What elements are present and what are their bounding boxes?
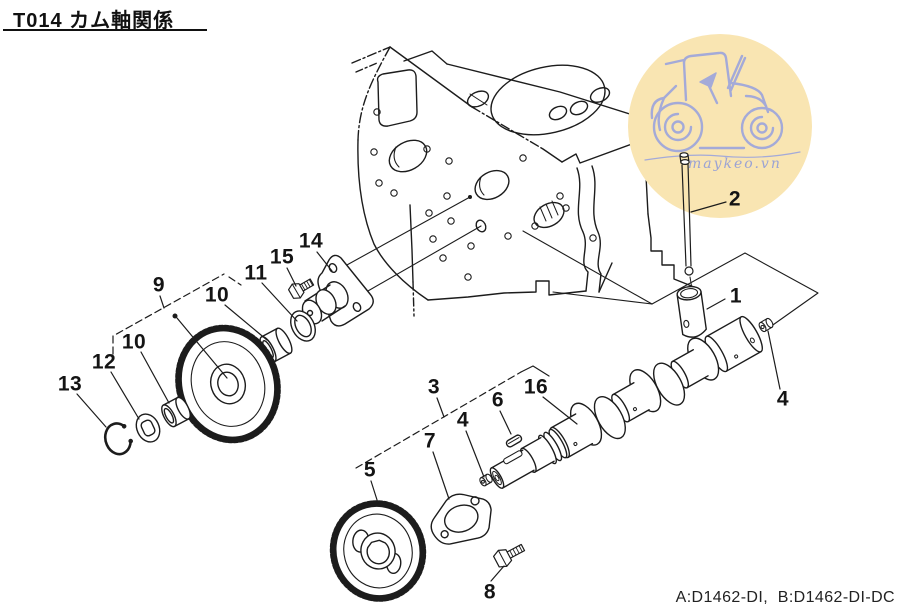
bushing-10-right	[259, 327, 293, 363]
watermark-circle	[628, 34, 812, 218]
title-underline	[3, 29, 207, 31]
assembly-alignment-lines	[335, 196, 819, 328]
callout-10-upper: 10	[204, 283, 230, 307]
callout-4-left: 4	[456, 408, 470, 432]
page-title: T014 カム軸関係	[13, 10, 175, 32]
callout-14: 14	[298, 229, 324, 253]
camshaft-16	[489, 315, 763, 489]
watermark-ground-line	[644, 151, 801, 161]
callout-leader-lines	[76, 201, 781, 582]
plug-4-right	[758, 317, 774, 333]
tractor-icon	[650, 51, 784, 153]
callout-16: 16	[523, 375, 549, 399]
watermark-stamp	[628, 34, 812, 218]
bushing-10-left	[161, 396, 191, 428]
callout-6: 6	[491, 388, 505, 412]
callout-3: 3	[427, 375, 441, 399]
tappet-1	[676, 285, 707, 338]
callout-15: 15	[269, 245, 295, 269]
callout-8: 8	[483, 580, 497, 604]
callout-5: 5	[363, 458, 377, 482]
bolt-15	[287, 278, 315, 299]
callout-9: 9	[152, 273, 166, 297]
callout-12: 12	[91, 350, 117, 374]
key-6	[505, 434, 523, 448]
bolt-8	[492, 543, 526, 568]
callout-13: 13	[57, 372, 83, 396]
watermark-text: maykeo.vn	[688, 156, 782, 172]
callout-7: 7	[423, 429, 437, 453]
cam-gear-5	[329, 500, 427, 602]
callout-1: 1	[729, 284, 743, 308]
model-variants-note: A:D1462-DI, B:D1462-DI-DC	[675, 589, 895, 606]
ring-11	[290, 310, 316, 342]
circlip-13	[103, 422, 133, 456]
idler-shaft-14	[301, 254, 374, 327]
collar-12	[135, 413, 161, 443]
thrust-plate-7	[430, 493, 492, 545]
callout-4-right: 4	[776, 387, 790, 411]
callout-10-lower: 10	[121, 330, 147, 354]
group-bracket-9	[112, 273, 242, 379]
callout-2: 2	[728, 187, 742, 211]
idler-gear-9	[175, 324, 281, 444]
group-bracket-3	[355, 365, 550, 469]
callout-11: 11	[244, 261, 268, 285]
engine-block	[351, 46, 695, 317]
